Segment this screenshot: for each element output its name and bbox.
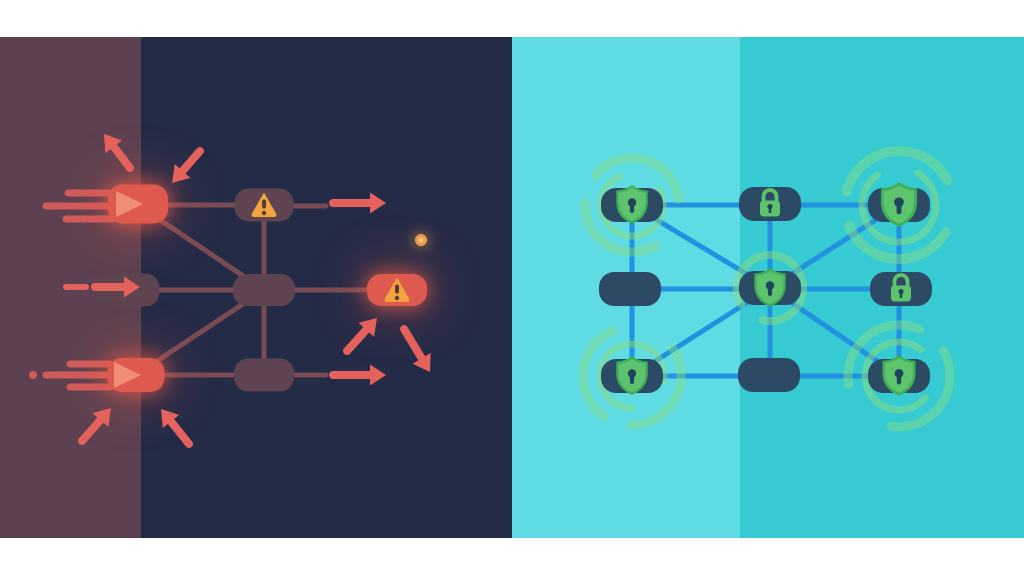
shield-keyhole-stem	[896, 203, 902, 215]
impact-arrowhead	[114, 362, 141, 388]
attack-arrow	[172, 147, 204, 183]
node-icon-group	[384, 277, 410, 302]
attack-arrow-shaft	[166, 417, 193, 448]
secure-node-icon-group	[760, 188, 780, 217]
lock-keyhole	[767, 203, 773, 210]
attack-arrow-shaft	[78, 416, 105, 445]
attack-speed-dot	[29, 371, 37, 379]
lock-keyhole-slot	[768, 207, 772, 213]
attack-arrow-head	[124, 276, 140, 298]
shield-icon	[616, 356, 648, 395]
protection-ring	[858, 164, 940, 246]
shield-icon	[882, 355, 916, 396]
shield-keyhole	[627, 369, 637, 378]
attack-arrow-head	[370, 192, 386, 214]
attack-arrow-shaft	[109, 142, 134, 172]
node-icon-group	[114, 362, 141, 388]
attack-arrow	[104, 134, 134, 172]
warning-exclamation-bar	[395, 284, 399, 294]
node-icon-group	[116, 191, 143, 217]
protection-ring	[861, 338, 937, 414]
secure-node-icon-group	[880, 182, 918, 227]
secure-node-plain-node-s	[738, 358, 800, 392]
attack-arrow-head	[412, 352, 431, 372]
warning-exclamation-bar	[262, 199, 266, 209]
protection-ring	[843, 320, 955, 432]
network-node-relay-node	[234, 358, 294, 392]
shield-keyhole	[627, 198, 637, 207]
attack-arrow	[91, 276, 140, 298]
impact-arrow-group	[116, 191, 143, 217]
attack-arrow-head	[370, 364, 386, 386]
attack-arrow-shaft	[400, 325, 426, 363]
protection-ring	[578, 322, 686, 430]
shield-icon	[616, 185, 648, 224]
protection-ring	[580, 153, 684, 257]
impact-arrowhead	[116, 191, 143, 217]
network-node-hub-node	[233, 274, 295, 306]
shield-keyhole	[765, 281, 775, 290]
warning-exclamation-dot	[394, 295, 400, 301]
attack-arrow-head	[358, 318, 377, 337]
attack-arrow	[400, 325, 431, 372]
attack-arrow	[78, 408, 111, 445]
attack-arrow	[329, 364, 386, 386]
attack-arrow-shaft	[343, 325, 371, 355]
shield-keyhole-stem	[629, 204, 635, 213]
attack-arrow	[343, 318, 377, 355]
attack-arrow-shaft	[178, 147, 204, 175]
shield-keyhole-stem	[629, 375, 635, 384]
protection-ring	[596, 340, 668, 412]
secure-node-icon-group	[754, 268, 786, 307]
protection-ring	[597, 170, 667, 240]
protection-ring	[840, 146, 958, 264]
shield-icon	[880, 182, 918, 227]
impact-arrow-group	[114, 362, 141, 388]
shield-keyhole	[894, 368, 904, 378]
secure-node-plain-node-w	[599, 272, 661, 306]
shield-keyhole-stem	[896, 374, 902, 385]
attack-arrow	[329, 192, 386, 214]
attack-arrow-head	[104, 134, 123, 154]
shield-keyhole-stem	[767, 287, 773, 296]
attack-arrow-head	[172, 164, 191, 183]
attack-arrow	[161, 409, 193, 448]
lock-keyhole	[898, 288, 904, 295]
shield-icon	[754, 268, 786, 307]
secure-node-icon-group	[616, 356, 648, 395]
lock-shackle	[892, 273, 910, 288]
node-icon-group	[251, 192, 277, 217]
alert-dot-core	[418, 237, 424, 243]
secure-node-icon-group	[616, 185, 648, 224]
attack-arrow-head	[92, 408, 111, 427]
shield-keyhole	[894, 197, 904, 208]
secure-node-icon-group	[882, 355, 916, 396]
lock-keyhole-slot	[899, 292, 903, 298]
secure-node-icon-group	[891, 273, 911, 302]
protection-ring	[733, 251, 808, 325]
attack-arrow-head	[161, 409, 180, 429]
lock-shackle	[761, 188, 779, 203]
warning-exclamation-dot	[261, 210, 267, 216]
